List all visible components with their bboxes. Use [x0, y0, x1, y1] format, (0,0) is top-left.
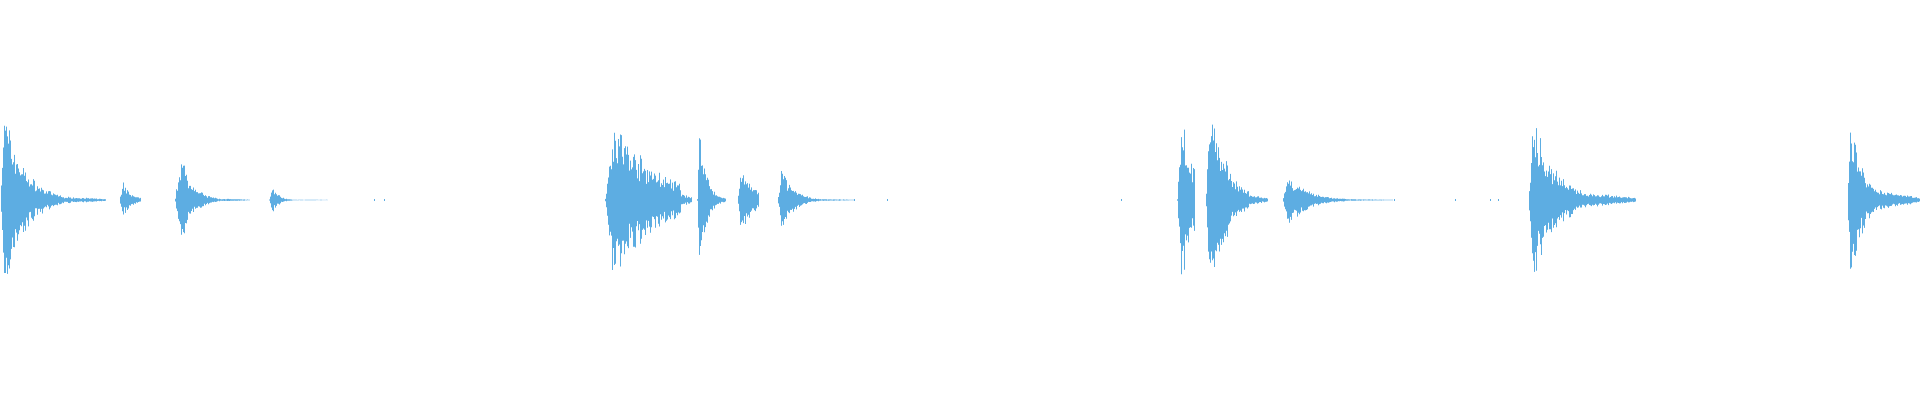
waveform-trace	[1, 124, 1920, 275]
waveform-samples	[1, 124, 1920, 275]
